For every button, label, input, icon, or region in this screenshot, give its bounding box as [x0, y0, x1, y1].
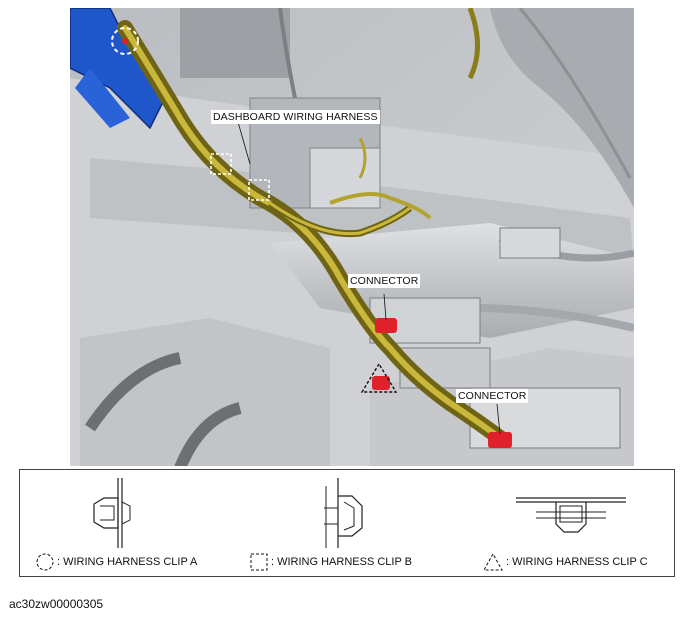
legend-clip-b-label: : WIRING HARNESS CLIP B	[271, 556, 412, 568]
clip-b-marker-1	[210, 153, 232, 175]
callout-connector-lower: CONNECTOR	[456, 389, 529, 403]
clip-a-marker	[111, 27, 139, 55]
legend-clip-b: : WIRING HARNESS CLIP B	[249, 553, 412, 571]
clip-legend: : WIRING HARNESS CLIP A : WIRING HARNESS…	[19, 469, 675, 577]
callout-connector-upper: CONNECTOR	[348, 274, 421, 288]
dashboard-block	[180, 8, 290, 78]
blue-bracket	[70, 8, 166, 130]
clip-b-figure	[324, 478, 363, 548]
clip-b-marker-2	[248, 179, 270, 201]
legend-clip-a-label: : WIRING HARNESS CLIP A	[57, 556, 198, 568]
callout-dashboard-wiring-harness: DASHBOARD WIRING HARNESS	[211, 110, 380, 124]
dashed-triangle-icon	[483, 552, 503, 571]
clip-c-marker	[360, 362, 398, 393]
dashed-circle-icon	[36, 553, 54, 571]
legend-clip-c: : WIRING HARNESS CLIP C	[482, 552, 648, 571]
leader-dashboard	[237, 121, 251, 165]
connector-upper	[375, 318, 397, 333]
clip-c-figure	[516, 497, 626, 533]
dashed-square-icon	[250, 553, 268, 571]
connector-lower	[488, 432, 512, 448]
image-code: ac30zw00000305	[9, 597, 104, 611]
clip-a-figure	[93, 478, 131, 548]
harness-illustration: DASHBOARD WIRING HARNESS CONNECTOR CONNE…	[70, 8, 634, 466]
legend-clip-c-label: : WIRING HARNESS CLIP C	[506, 556, 648, 568]
legend-clip-a: : WIRING HARNESS CLIP A	[35, 553, 198, 571]
